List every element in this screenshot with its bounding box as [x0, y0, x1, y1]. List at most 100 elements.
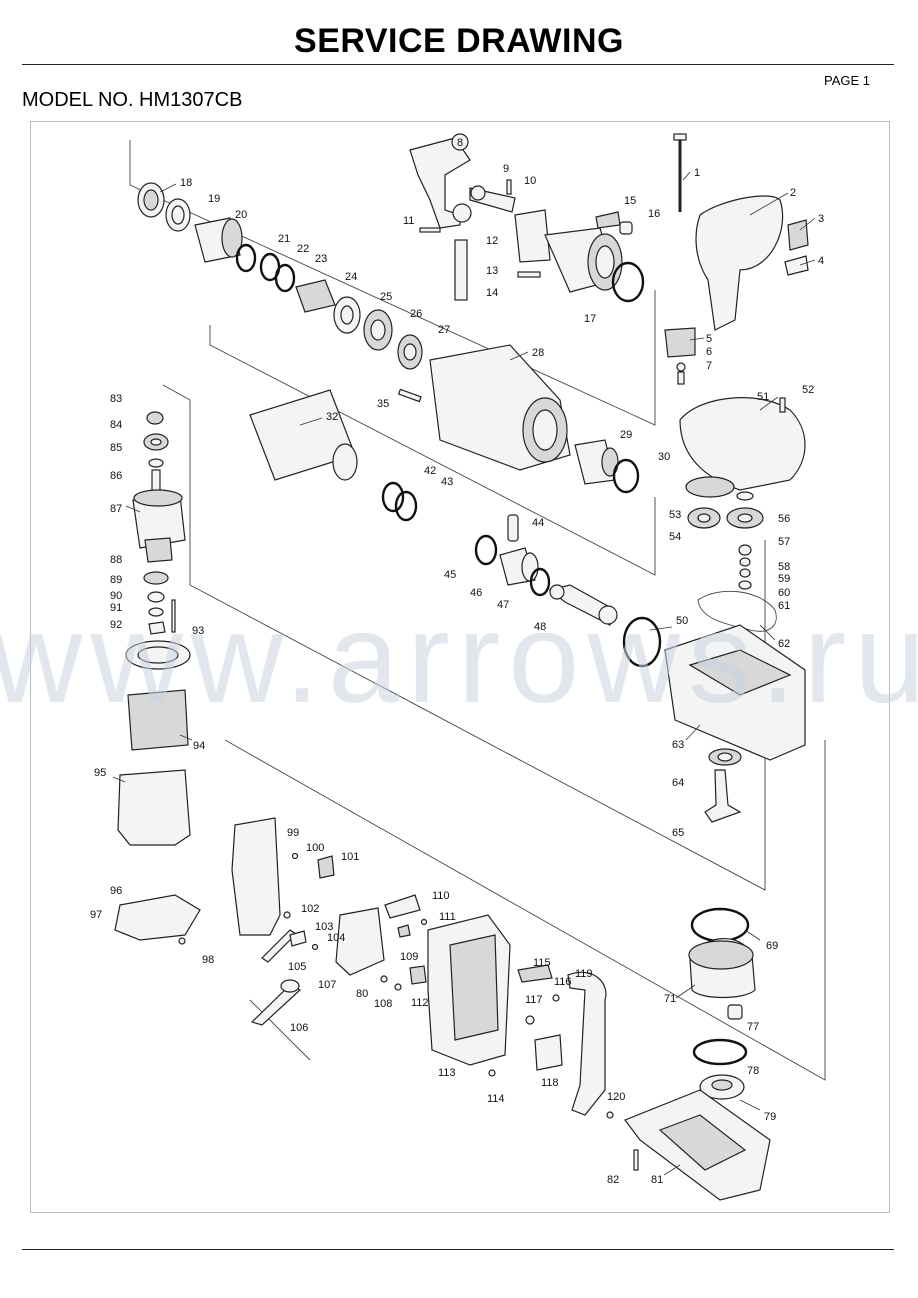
part-label-114: 114 [487, 1093, 505, 1105]
part-label-14: 14 [486, 287, 498, 299]
part-label-56: 56 [778, 513, 790, 525]
part-label-58: 58 [778, 561, 790, 573]
part-label-48: 48 [534, 621, 546, 633]
part-label-57: 57 [778, 536, 790, 548]
part-label-83: 83 [110, 393, 122, 405]
part-label-77: 77 [747, 1021, 759, 1033]
page-title: SERVICE DRAWING [294, 22, 624, 60]
lever-parts [409, 133, 645, 303]
part-label-87: 87 [110, 503, 122, 515]
part-label-64: 64 [672, 777, 684, 789]
part-label-44: 44 [532, 517, 544, 529]
part-label-17: 17 [584, 313, 596, 325]
part-label-1: 1 [694, 167, 700, 179]
part-label-35: 35 [377, 398, 389, 410]
part-label-7: 7 [706, 360, 712, 372]
part-label-113: 113 [438, 1067, 456, 1079]
part-label-4: 4 [818, 255, 824, 267]
part-label-89: 89 [110, 574, 122, 586]
part-label-71: 71 [664, 993, 676, 1005]
part-label-94: 94 [193, 740, 205, 752]
part-label-119: 119 [575, 968, 593, 980]
part-label-116: 116 [554, 976, 572, 988]
part-label-60: 60 [778, 587, 790, 599]
part-label-115: 115 [533, 957, 551, 969]
model-number: MODEL NO. HM1307CB [22, 89, 243, 111]
part-label-23: 23 [315, 253, 327, 265]
part-label-96: 96 [110, 885, 122, 897]
part-label-100: 100 [306, 842, 324, 854]
part-label-81: 81 [651, 1174, 663, 1186]
part-label-53: 53 [669, 509, 681, 521]
part-label-120: 120 [607, 1091, 625, 1103]
top-divider [22, 64, 894, 65]
part-label-24: 24 [345, 271, 357, 283]
part-label-9: 9 [503, 163, 509, 175]
part-label-45: 45 [444, 569, 456, 581]
part-label-13: 13 [486, 265, 498, 277]
part-label-106: 106 [290, 1022, 308, 1034]
part-label-93: 93 [192, 625, 204, 637]
part-label-88: 88 [110, 554, 122, 566]
part-label-26: 26 [410, 308, 422, 320]
part-label-92: 92 [110, 619, 122, 631]
part-label-59: 59 [778, 573, 790, 585]
part-label-6: 6 [706, 346, 712, 358]
part-label-85: 85 [110, 442, 122, 454]
part-labels: 1 2 3 4 5 6 7 8 9 10 11 12 13 14 15 16 1… [90, 137, 824, 1186]
part-label-19: 19 [208, 193, 220, 205]
part-label-12: 12 [486, 235, 498, 247]
part-label-112: 112 [411, 997, 429, 1009]
drawing-frame [30, 121, 890, 1213]
part-label-28: 28 [532, 347, 544, 359]
part-label-51: 51 [757, 391, 769, 403]
part-label-42: 42 [424, 465, 436, 477]
part-label-10: 10 [524, 175, 536, 187]
gear-housing-parts [664, 397, 806, 823]
part-label-111: 111 [439, 911, 456, 923]
part-label-109: 109 [400, 951, 418, 963]
part-label-91: 91 [110, 602, 122, 614]
part-label-99: 99 [287, 827, 299, 839]
part-label-27: 27 [438, 324, 450, 336]
part-label-21: 21 [278, 233, 290, 245]
part-label-62: 62 [778, 638, 790, 650]
controller-parts [231, 817, 614, 1119]
part-label-108: 108 [374, 998, 392, 1010]
part-label-43: 43 [441, 476, 453, 488]
part-label-110: 110 [432, 890, 450, 902]
part-label-63: 63 [672, 739, 684, 751]
part-label-69: 69 [766, 940, 778, 952]
part-label-97: 97 [90, 909, 102, 921]
part-label-61: 61 [778, 600, 790, 612]
part-label-18: 18 [180, 177, 192, 189]
chuck-parts [137, 182, 423, 370]
part-label-11: 11 [403, 215, 414, 227]
page-number: PAGE 1 [823, 73, 870, 88]
base-parts [624, 907, 771, 1201]
part-label-102: 102 [301, 903, 319, 915]
part-label-30: 30 [658, 451, 670, 463]
part-label-2: 2 [790, 187, 796, 199]
part-label-52: 52 [802, 384, 814, 396]
part-label-84: 84 [110, 419, 122, 431]
part-label-46: 46 [470, 587, 482, 599]
part-label-118: 118 [541, 1077, 559, 1089]
part-label-79: 79 [764, 1111, 776, 1123]
part-label-86: 86 [110, 470, 122, 482]
part-label-54: 54 [669, 531, 681, 543]
part-label-105: 105 [288, 961, 306, 973]
part-label-16: 16 [648, 208, 660, 220]
part-label-95: 95 [94, 767, 106, 779]
label-leaders [112, 171, 816, 1176]
part-label-15: 15 [624, 195, 636, 207]
bottom-divider [22, 1249, 894, 1250]
part-label-47: 47 [497, 599, 509, 611]
part-label-90: 90 [110, 590, 122, 602]
part-label-98: 98 [202, 954, 214, 966]
part-label-22: 22 [297, 243, 309, 255]
cylinder-parts [249, 344, 662, 668]
part-label-104: 104 [327, 932, 345, 944]
part-label-78: 78 [747, 1065, 759, 1077]
